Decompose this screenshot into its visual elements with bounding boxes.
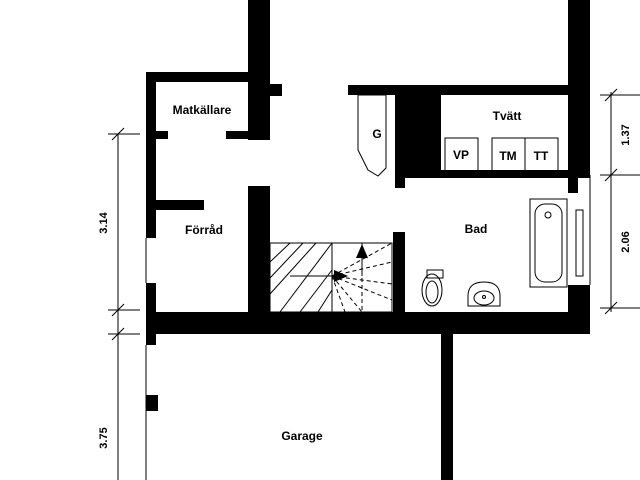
appliance-label-tt: TT <box>534 149 549 163</box>
wall-tvatt-top <box>348 85 580 95</box>
wall-stair-left <box>248 186 270 312</box>
wall-matkallare-bottom-right <box>226 131 256 139</box>
bathtub-outer <box>529 198 568 288</box>
bathtub-drain <box>544 211 552 219</box>
wall-upper-center-left-stub <box>270 84 282 96</box>
dimension-lines-left <box>108 127 140 480</box>
walls <box>146 0 590 480</box>
appliance-label-tm: TM <box>499 149 516 163</box>
sink <box>467 281 501 307</box>
dimension-label-right-upper: 1.37 <box>620 124 632 145</box>
wall-shaft <box>395 85 441 175</box>
wall-garage-divider <box>441 330 453 480</box>
wall-matkallare-bottom-left <box>146 131 168 139</box>
appliance-label-g: G <box>372 127 381 141</box>
dimension-label-right-lower: 2.06 <box>620 231 632 252</box>
appliance-box-vp <box>444 137 479 172</box>
stair-arrow-up <box>356 244 368 258</box>
wall-bad-right <box>568 175 578 193</box>
wall-shaft-lower <box>395 170 405 188</box>
appliance-box-tt <box>524 137 559 172</box>
appliance-label-vp: VP <box>453 148 469 162</box>
dimension-label-left-lower: 3.75 <box>98 427 110 448</box>
wall-tvatt-bottom <box>400 170 590 178</box>
wall-left-outer-upper <box>146 72 156 238</box>
bathtub-edge <box>575 209 584 277</box>
staircase <box>269 242 393 313</box>
dimension-label-left-upper: 3.14 <box>98 211 110 233</box>
room-label-forrad: Förråd <box>185 223 223 237</box>
wall-forrad-top-left <box>146 200 204 210</box>
dimension-lines-right <box>600 88 640 315</box>
wall-main-horizontal <box>146 312 590 334</box>
stair-arrow-right <box>334 270 348 282</box>
room-label-garage: Garage <box>281 429 323 443</box>
room-label-matkallare: Matkällare <box>173 103 232 117</box>
room-label-bad: Bad <box>465 222 488 236</box>
boiler-outline <box>357 94 387 177</box>
wall-upper-center-left <box>248 0 270 140</box>
toilet <box>421 269 444 307</box>
wall-bad-left <box>393 232 405 312</box>
wall-matkallare-top <box>146 72 250 82</box>
bathtub-inner <box>534 203 563 283</box>
room-label-tvatt: Tvätt <box>493 109 522 123</box>
wall-garage-left-stub <box>146 395 158 411</box>
